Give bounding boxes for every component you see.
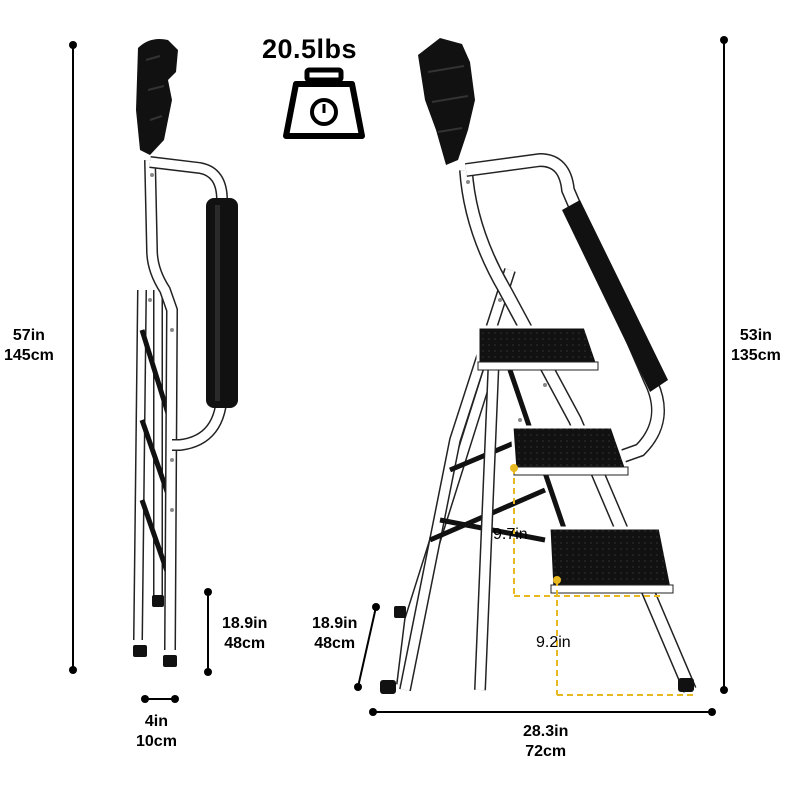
open-dimension-lines: [357, 40, 725, 713]
folded-foot-height-label: 18.9in 48cm: [222, 615, 268, 652]
folded-height-label: 57in 145cm: [4, 327, 54, 364]
open-depth-label: 28.3in 72cm: [523, 723, 569, 760]
step-guide-lines: [513, 468, 695, 696]
folded-dimension-lines: [72, 45, 209, 700]
weight-label: 20.5lbs: [262, 34, 358, 64]
folded-ladder: [133, 39, 238, 667]
step-spacing-label: 9.7in: [493, 526, 528, 543]
scale-icon: [283, 67, 365, 139]
open-height-label: 53in 135cm: [731, 327, 781, 364]
open-foot-height-label: 18.9in 48cm: [312, 615, 358, 652]
folded-depth-label: 4in 10cm: [136, 713, 177, 750]
bottom-step-height-label: 9.2in: [536, 634, 571, 651]
open-ladder: [380, 38, 697, 694]
